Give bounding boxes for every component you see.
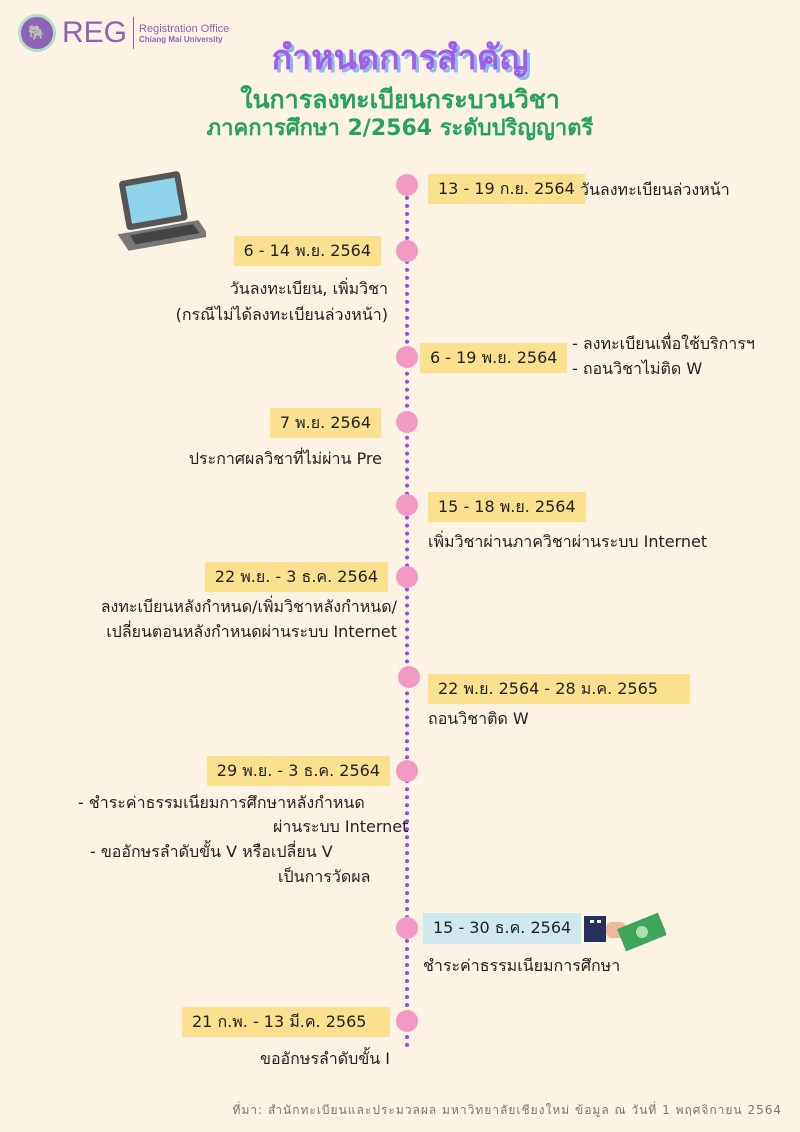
subtitle-2: ภาคการศึกษา 2/2564 ระดับปริญญาตรี (206, 116, 594, 141)
event-text: วันลงทะเบียน, เพิ่มวิชา (229, 279, 388, 298)
event-text: - ถอนวิชาไม่ติด W (572, 359, 703, 378)
event-date: 6 - 19 พ.ย. 2564 (420, 343, 568, 373)
laptop-icon (117, 171, 206, 251)
source-footer: ที่มา: สำนักทะเบียนและประมวลผล มหาวิทยาล… (232, 1103, 782, 1117)
event-text: ผ่านระบบ Internet (273, 817, 409, 836)
reg-logo: 🐘 REG Registration Office Chiang Mai Uni… (18, 14, 229, 52)
event-text: (กรณีไม่ได้ลงทะเบียนล่วงหน้า) (175, 305, 388, 324)
timeline-dot (396, 240, 418, 262)
event-date: 6 - 14 พ.ย. 2564 (233, 236, 381, 266)
event-text: เปลี่ยนตอนหลังกำหนดผ่านระบบ Internet (106, 622, 397, 641)
timeline-dot (396, 494, 418, 516)
event-date: 22 พ.ย. 2564 - 28 ม.ค. 2565 (428, 674, 690, 704)
event-date: 7 พ.ย. 2564 (269, 408, 381, 438)
university-seal-icon: 🐘 (18, 14, 56, 52)
event-text: ประกาศผลวิชาที่ไม่ผ่าน Pre (188, 449, 382, 468)
page-title: กำหนดการสำคัญ (271, 38, 529, 78)
timeline-dot (396, 917, 418, 939)
event-text: - ขออักษรลำดับขั้น V หรือเปลี่ยน V (90, 842, 333, 861)
event-date: 15 - 18 พ.ย. 2564 (428, 492, 586, 522)
event-text: ลงทะเบียนหลังกำหนด/เพิ่มวิชาหลังกำหนด/ (100, 597, 397, 616)
timeline-dot (396, 566, 418, 588)
event-date: 13 - 19 ก.ย. 2564 (428, 174, 585, 204)
timeline-line (405, 188, 409, 1048)
timeline-dot (396, 1010, 418, 1032)
timeline-dot (396, 760, 418, 782)
logo-sub1: Registration Office (139, 22, 230, 35)
event-text: เป็นการวัดผล (278, 867, 371, 886)
timeline-dot (396, 346, 418, 368)
event-text: วันลงทะเบียนล่วงหน้า (580, 180, 730, 199)
event-date: 22 พ.ย. - 3 ธ.ค. 2564 (204, 562, 388, 592)
event-text: เพิ่มวิชาผ่านภาควิชาผ่านระบบ Internet (428, 532, 708, 551)
timeline-dot (398, 666, 420, 688)
event-text: ชำระค่าธรรมเนียมการศึกษา (423, 956, 621, 975)
event-date: 29 พ.ย. - 3 ธ.ค. 2564 (206, 756, 390, 786)
logo-text: REG (62, 17, 135, 49)
event-text: ถอนวิชาติด W (428, 709, 529, 728)
event-date: 15 - 30 ธ.ค. 2564 (423, 913, 582, 944)
timeline-dot (396, 411, 418, 433)
subtitle-1: ในการลงทะเบียนกระบวนวิชา (240, 85, 560, 114)
money-payment-icon (584, 912, 666, 952)
event-date: 21 ก.พ. - 13 มี.ค. 2565 (182, 1007, 390, 1037)
event-text: - ลงทะเบียนเพื่อใช้บริการฯ (572, 334, 755, 353)
logo-sub2: Chiang Mai University (139, 34, 223, 44)
event-text: - ชำระค่าธรรมเนียมการศึกษาหลังกำหนด (78, 793, 365, 812)
event-text: ขออักษรลำดับขั้น I (260, 1049, 390, 1068)
timeline-dot (396, 174, 418, 196)
